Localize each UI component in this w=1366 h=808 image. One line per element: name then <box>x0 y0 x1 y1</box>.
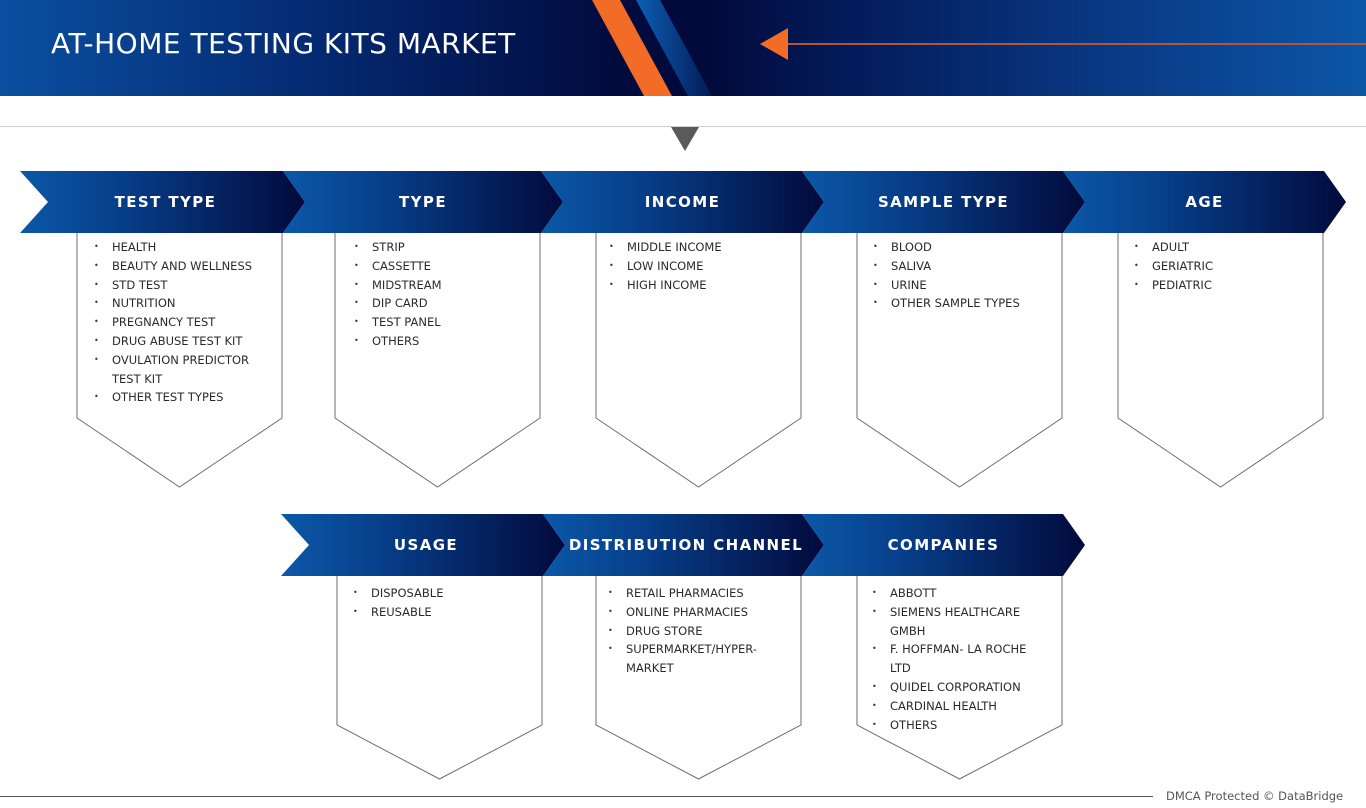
chevron-age <box>1063 171 1346 233</box>
list-item: OTHERS <box>354 332 529 351</box>
chevron-income <box>541 171 824 233</box>
orange-stripe <box>592 0 672 96</box>
segment-title-distribution-channel: DISTRIBUTION CHANNEL <box>568 536 804 554</box>
list-item: OTHERS <box>872 716 1042 735</box>
list-item: ABBOTT <box>872 584 1042 603</box>
list-item: OTHER SAMPLE TYPES <box>873 294 1058 313</box>
segment-title-type: TYPE <box>399 193 447 211</box>
list-item: MIDSTREAM <box>354 276 529 295</box>
list-item: STD TEST <box>94 276 269 295</box>
segment-title-age: AGE <box>1185 193 1224 211</box>
page-title: AT-HOME TESTING KITS MARKET <box>51 27 516 60</box>
list-item: LOW INCOME <box>609 257 794 276</box>
list-item: DRUG STORE <box>608 622 773 641</box>
list-companies: ABBOTT SIEMENS HEALTHCARE GMBH F. HOFFMA… <box>872 584 1042 734</box>
list-item: CASSETTE <box>354 257 529 276</box>
list-item: BEAUTY AND WELLNESS <box>94 257 269 276</box>
list-distribution-channel: RETAIL PHARMACIES ONLINE PHARMACIES DRUG… <box>608 584 773 678</box>
segment-title-companies: COMPANIES <box>887 536 1000 554</box>
list-item: SUPERMARKET/HYPER-MARKET <box>608 640 773 678</box>
copyright-notice: DMCA Protected © DataBridge <box>1166 789 1344 803</box>
down-pointer-icon <box>671 127 699 151</box>
left-arrow-icon <box>760 28 788 60</box>
divider <box>0 126 1366 127</box>
list-item: OTHER TEST TYPES <box>94 388 269 407</box>
list-item: SIEMENS HEALTHCARE GMBH <box>872 603 1042 641</box>
list-item: SALIVA <box>873 257 1058 276</box>
list-test-type: HEALTH BEAUTY AND WELLNESS STD TEST NUTR… <box>94 238 269 407</box>
footer-divider <box>0 796 1153 797</box>
list-item: DIP CARD <box>354 294 529 313</box>
list-item: OVULATION PREDICTOR TEST KIT <box>94 351 269 389</box>
header-banner: AT-HOME TESTING KITS MARKET <box>0 0 1366 96</box>
list-item: PREGNANCY TEST <box>94 313 269 332</box>
list-item: BLOOD <box>873 238 1058 257</box>
chevron-companies <box>802 514 1085 576</box>
segment-title-test-type: TEST TYPE <box>114 193 217 211</box>
list-item: STRIP <box>354 238 529 257</box>
list-item: ONLINE PHARMACIES <box>608 603 773 622</box>
list-item: HIGH INCOME <box>609 276 794 295</box>
chevron-sample-type <box>802 171 1085 233</box>
list-item: REUSABLE <box>353 603 533 622</box>
list-income: MIDDLE INCOME LOW INCOME HIGH INCOME <box>609 238 794 294</box>
list-item: NUTRITION <box>94 294 269 313</box>
list-item: GERIATRIC <box>1134 257 1314 276</box>
chevron-usage <box>281 514 565 576</box>
list-item: DRUG ABUSE TEST KIT <box>94 332 269 351</box>
list-item: URINE <box>873 276 1058 295</box>
blue-stripe <box>636 0 712 96</box>
segment-title-income: INCOME <box>644 193 721 211</box>
list-usage: DISPOSABLE REUSABLE <box>353 584 533 622</box>
list-item: F. HOFFMAN- LA ROCHE LTD <box>872 640 1042 678</box>
list-item: CARDINAL HEALTH <box>872 697 1042 716</box>
list-item: PEDIATRIC <box>1134 276 1314 295</box>
list-item: HEALTH <box>94 238 269 257</box>
list-sample-type: BLOOD SALIVA URINE OTHER SAMPLE TYPES <box>873 238 1058 313</box>
segment-title-sample-type: SAMPLE TYPE <box>877 193 1010 211</box>
list-item: DISPOSABLE <box>353 584 533 603</box>
list-item: RETAIL PHARMACIES <box>608 584 773 603</box>
segment-title-usage: USAGE <box>393 536 459 554</box>
list-age: ADULT GERIATRIC PEDIATRIC <box>1134 238 1314 294</box>
list-item: MIDDLE INCOME <box>609 238 794 257</box>
list-item: TEST PANEL <box>354 313 529 332</box>
list-item: ADULT <box>1134 238 1314 257</box>
chevron-type <box>283 171 563 233</box>
chevron-test-type <box>20 171 305 233</box>
list-item: QUIDEL CORPORATION <box>872 678 1042 697</box>
banner-decoration <box>592 0 1366 96</box>
list-type: STRIP CASSETTE MIDSTREAM DIP CARD TEST P… <box>354 238 529 351</box>
chevron-distribution-channel <box>543 514 824 576</box>
